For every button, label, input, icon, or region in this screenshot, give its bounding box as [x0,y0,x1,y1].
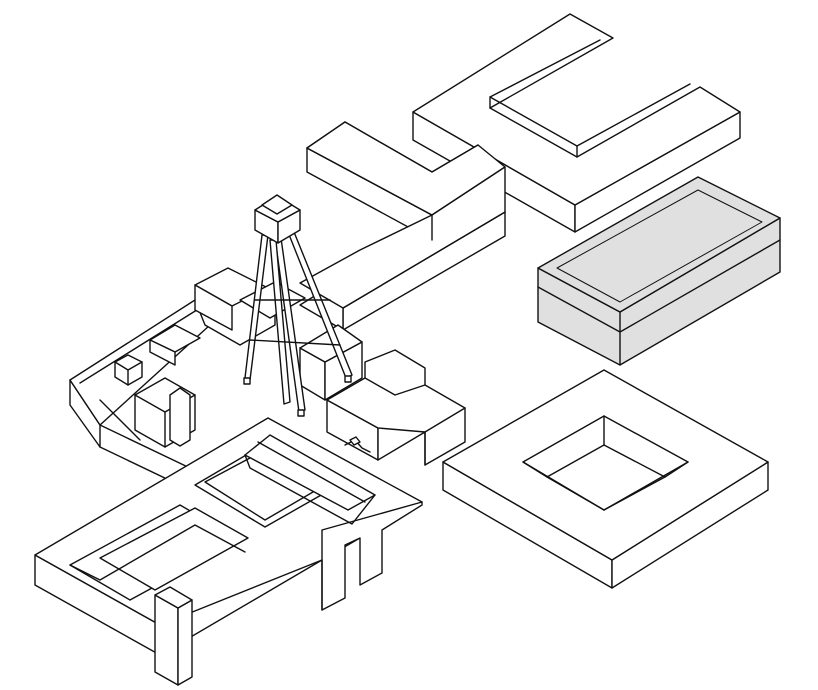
stacked-rectangular-volume [537,176,781,366]
sawtooth-roof-building [34,417,423,686]
square-ring-courtyard-volume [442,369,769,589]
l-shaped-volume [299,121,506,331]
headframe-tower [243,194,353,417]
cross-shaped-building [326,349,466,466]
